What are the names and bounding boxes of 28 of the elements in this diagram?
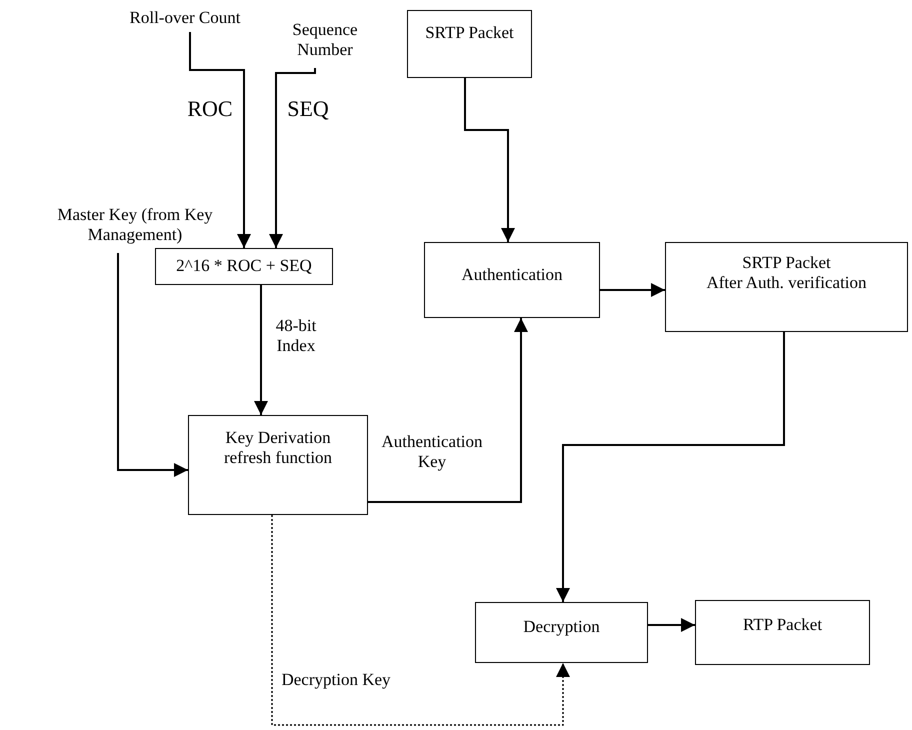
process-box: [475, 602, 648, 663]
input-label: Sequence Number: [291, 20, 359, 61]
dotted-arrow: [271, 515, 570, 726]
arrow: [600, 283, 665, 297]
process-box: [695, 600, 870, 665]
arrow: [117, 253, 188, 477]
arrow: [648, 618, 695, 632]
input-label: Master Key (from Key Management): [56, 205, 214, 246]
box-label: SRTP Packet: [425, 23, 514, 44]
process-box: [407, 10, 532, 78]
box-label: RTP Packet: [742, 615, 822, 636]
box-label: After Auth. verification: [706, 273, 867, 294]
arrow: [368, 318, 528, 503]
process-box: [424, 242, 600, 318]
arrow: [189, 32, 251, 248]
process-box: [665, 242, 908, 332]
process-box: [188, 415, 368, 515]
box-label: Authentication: [461, 265, 563, 286]
arrow: [464, 78, 515, 242]
arrow: [556, 332, 785, 602]
box-label: Key Derivation refresh function: [222, 428, 334, 469]
arrow: [254, 285, 268, 415]
box-label: SRTP Packet: [742, 253, 831, 274]
input-label: Roll-over Count: [130, 8, 240, 28]
box-label: 2^16 * ROC + SEQ: [176, 256, 312, 276]
arrow: [269, 68, 316, 248]
process-box: [155, 248, 333, 285]
box-label: Decryption: [523, 617, 600, 638]
